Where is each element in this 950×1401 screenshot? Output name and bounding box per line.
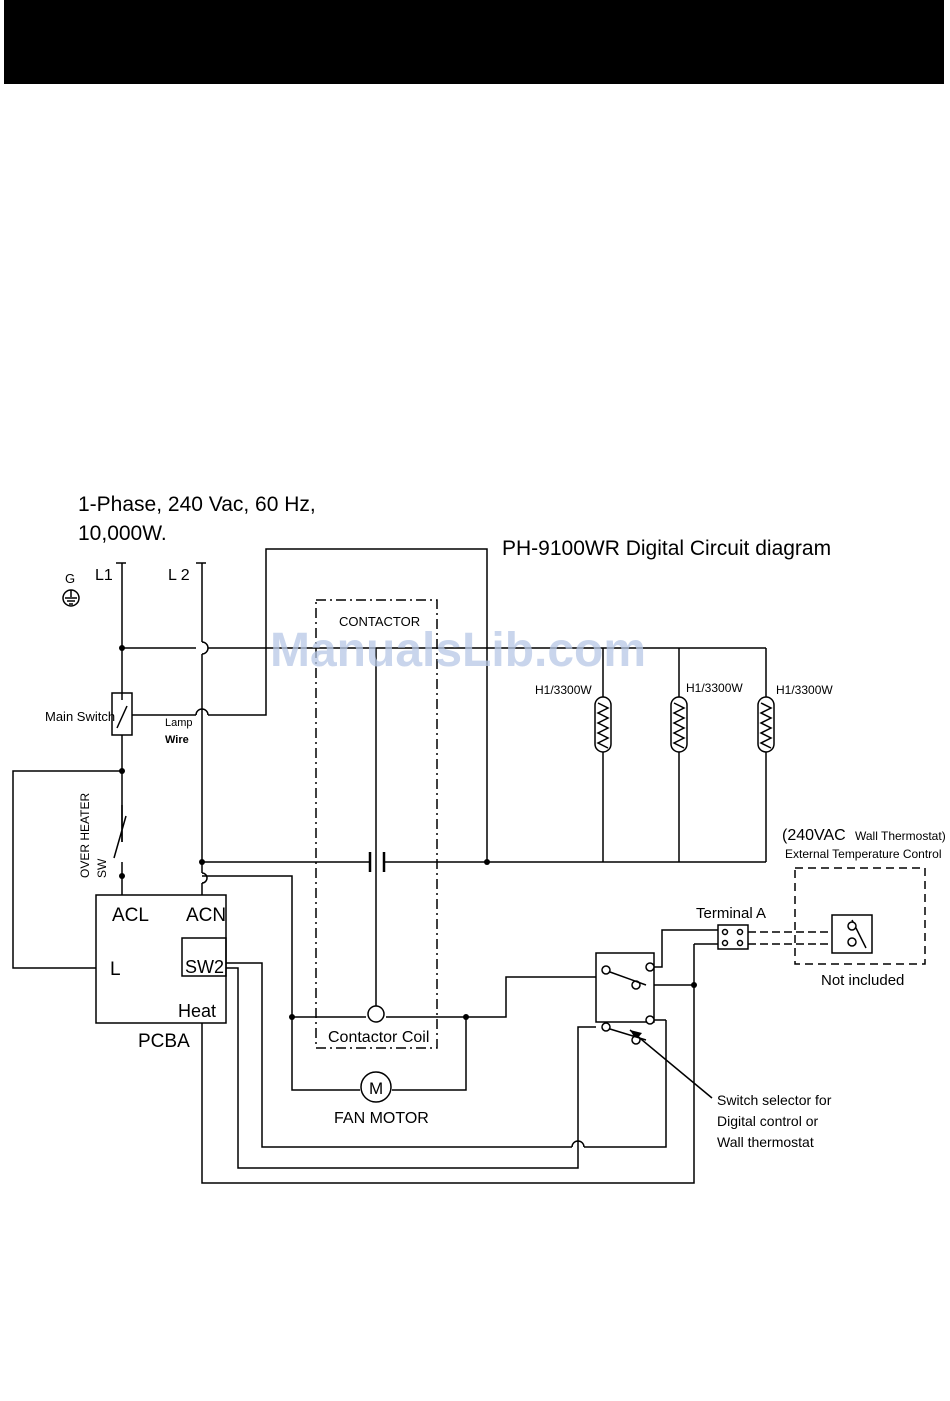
selector-line3: Wall thermostat	[717, 1134, 814, 1150]
not-included-label: Not included	[821, 972, 904, 989]
ground-label: G	[65, 571, 75, 586]
header-bar	[4, 0, 944, 84]
terminal-a	[717, 924, 749, 950]
selector-line1: Switch selector for	[717, 1092, 832, 1108]
terminal-a-label: Terminal A	[696, 905, 766, 922]
diagram-title: PH-9100WR Digital Circuit diagram	[502, 537, 831, 560]
pcba-label: PCBA	[138, 1031, 190, 1052]
heater3-label: H1/3300W	[776, 683, 833, 697]
l-terminal-label: L	[110, 959, 121, 980]
supply-line2: 10,000W.	[78, 522, 167, 545]
wire-label: Wire	[165, 734, 189, 746]
ext-temp-label: External Temperature Control	[785, 847, 942, 861]
acl-label: ACL	[112, 905, 149, 926]
supply-line1: 1-Phase, 240 Vac, 60 Hz,	[78, 493, 316, 516]
l1-label: L1	[95, 567, 113, 584]
contactor-label: CONTACTOR	[339, 614, 420, 629]
thermostat-box	[794, 867, 926, 965]
fan-motor-label: FAN MOTOR	[334, 1110, 429, 1127]
thermostat-240-label: (240VAC	[782, 827, 846, 844]
sw-label: SW	[95, 858, 109, 878]
over-heater-label: OVER HEATER	[78, 793, 92, 878]
selector-line2: Digital control or	[717, 1113, 818, 1129]
watermark: ManualsLib.com	[270, 624, 646, 677]
motor-symbol: M	[369, 1079, 383, 1098]
lamp-label: Lamp	[165, 717, 193, 729]
main-switch-label: Main Switch	[45, 709, 115, 724]
heat-label: Heat	[178, 1001, 216, 1021]
l2-label: L 2	[168, 567, 190, 584]
heater1-label: H1/3300W	[535, 683, 592, 697]
sw2-box	[181, 937, 227, 977]
main-switch-box	[111, 692, 133, 736]
heater2-label: H1/3300W	[686, 681, 743, 695]
contactor-box	[315, 599, 438, 1049]
l-wire	[12, 770, 122, 969]
acn-label: ACN	[186, 905, 226, 926]
sw2-label: SW2	[185, 957, 224, 977]
selector-switch-box	[595, 952, 655, 1023]
contactor-coil-label: Contactor Coil	[328, 1029, 429, 1046]
wall-thermostat-label: Wall Thermostat)	[855, 829, 946, 843]
